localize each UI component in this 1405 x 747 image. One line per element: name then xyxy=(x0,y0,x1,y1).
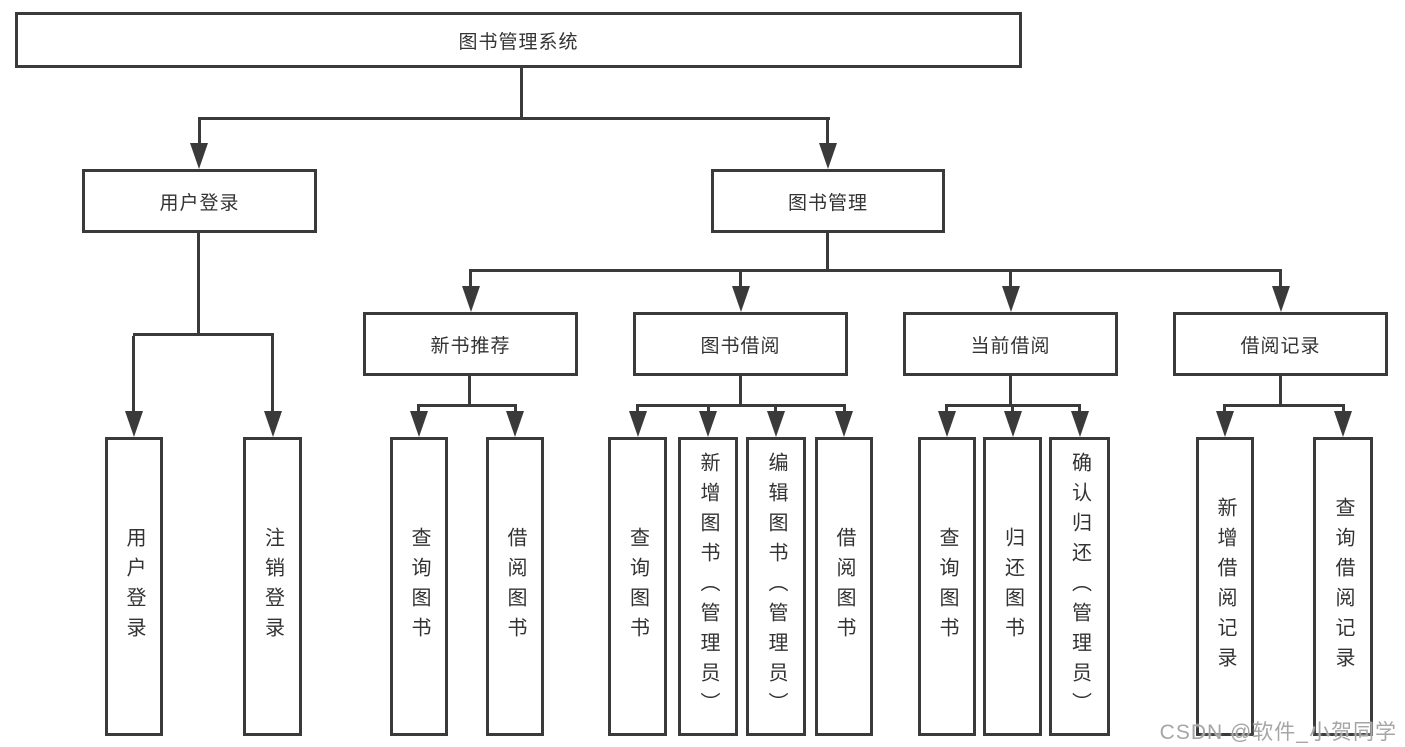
arrow-down-icon xyxy=(506,411,524,437)
leaf-br-add-record: 新增借阅记录 xyxy=(1196,437,1254,736)
arrow-down-icon xyxy=(767,411,785,437)
connector-drop-borrowrecord xyxy=(1279,269,1282,288)
connector-borrowrecord-rail xyxy=(1223,404,1345,407)
node-root-library-system: 图书管理系统 xyxy=(15,12,1022,68)
arrow-down-icon xyxy=(1334,411,1352,437)
leaf-nb-borrow-books: 借阅图书 xyxy=(486,437,544,736)
arrow-down-icon xyxy=(1004,411,1022,437)
connector-userlogin-stem xyxy=(197,233,200,336)
arrow-down-icon xyxy=(1216,411,1234,437)
leaf-user-login: 用户登录 xyxy=(105,437,163,736)
connector-bookmgmt-stem xyxy=(826,233,829,271)
connector-drop xyxy=(636,404,639,414)
leaf-bb-add-books-admin: 新增图书（管理员） xyxy=(678,437,738,736)
leaf-logout: 注销登录 xyxy=(243,437,302,736)
leaf-nb-query-books: 查询图书 xyxy=(390,437,448,736)
arrow-down-icon xyxy=(732,286,750,312)
arrow-down-icon xyxy=(1002,286,1020,312)
arrow-down-icon xyxy=(938,411,956,437)
connector-drop-logout xyxy=(271,336,274,413)
csdn-watermark: CSDN @软件_小贺同学 xyxy=(1159,721,1397,744)
connector-drop xyxy=(843,404,846,414)
connector-bookborrow-rail xyxy=(636,404,846,407)
connector-drop xyxy=(774,404,777,414)
connector-newbookrec-rail xyxy=(417,404,517,407)
leaf-cb-confirm-return-admin: 确认归还（管理员） xyxy=(1049,437,1110,736)
arrow-down-icon xyxy=(462,286,480,312)
leaf-bb-borrow-books: 借阅图书 xyxy=(815,437,873,736)
connector-root-rail xyxy=(198,117,830,120)
leaf-bb-edit-books-admin: 编辑图书（管理员） xyxy=(746,437,806,736)
connector-drop xyxy=(945,404,948,414)
connector-drop-book-mgmt xyxy=(826,117,829,146)
arrow-down-icon xyxy=(125,411,143,437)
connector-drop-currentborrow xyxy=(1009,272,1012,288)
connector-userlogin-rail xyxy=(133,333,274,336)
arrow-down-icon xyxy=(1272,286,1290,312)
arrow-down-icon xyxy=(264,411,282,437)
connector-drop xyxy=(514,404,517,414)
node-current-borrow: 当前借阅 xyxy=(903,312,1118,376)
connector-drop-user-login xyxy=(198,117,201,146)
node-new-book-recommend: 新书推荐 xyxy=(363,312,578,376)
arrow-down-icon xyxy=(629,411,647,437)
node-borrow-records: 借阅记录 xyxy=(1173,312,1388,376)
connector-drop-bookborrow xyxy=(739,272,742,288)
connector-drop xyxy=(1078,404,1081,414)
leaf-br-query-record: 查询借阅记录 xyxy=(1313,437,1373,736)
connector-bookmgmt-rail xyxy=(469,269,1282,272)
connector-borrowrecord-stem xyxy=(1279,376,1282,406)
leaf-cb-return-books: 归还图书 xyxy=(983,437,1042,736)
connector-drop-newbookrec xyxy=(469,269,472,288)
connector-drop xyxy=(1223,404,1226,414)
leaf-bb-query-books: 查询图书 xyxy=(608,437,667,736)
arrow-down-icon xyxy=(190,143,208,169)
arrow-down-icon xyxy=(819,143,837,169)
leaf-cb-query-books: 查询图书 xyxy=(918,437,976,736)
connector-root-stem xyxy=(520,68,523,119)
connector-drop-login xyxy=(132,336,135,413)
connector-drop xyxy=(707,404,710,414)
node-book-management: 图书管理 xyxy=(711,169,945,233)
arrow-down-icon xyxy=(410,411,428,437)
arrow-down-icon xyxy=(699,411,717,437)
arrow-down-icon xyxy=(835,411,853,437)
connector-bookborrow-stem xyxy=(739,376,742,406)
connector-drop xyxy=(1342,404,1345,414)
connector-drop xyxy=(1011,404,1014,414)
connector-drop xyxy=(417,404,420,414)
node-user-login: 用户登录 xyxy=(82,169,317,233)
node-book-borrow: 图书借阅 xyxy=(633,312,848,376)
arrow-down-icon xyxy=(1071,411,1089,437)
connector-currentborrow-stem xyxy=(1009,376,1012,406)
connector-newbookrec-stem xyxy=(468,376,471,406)
